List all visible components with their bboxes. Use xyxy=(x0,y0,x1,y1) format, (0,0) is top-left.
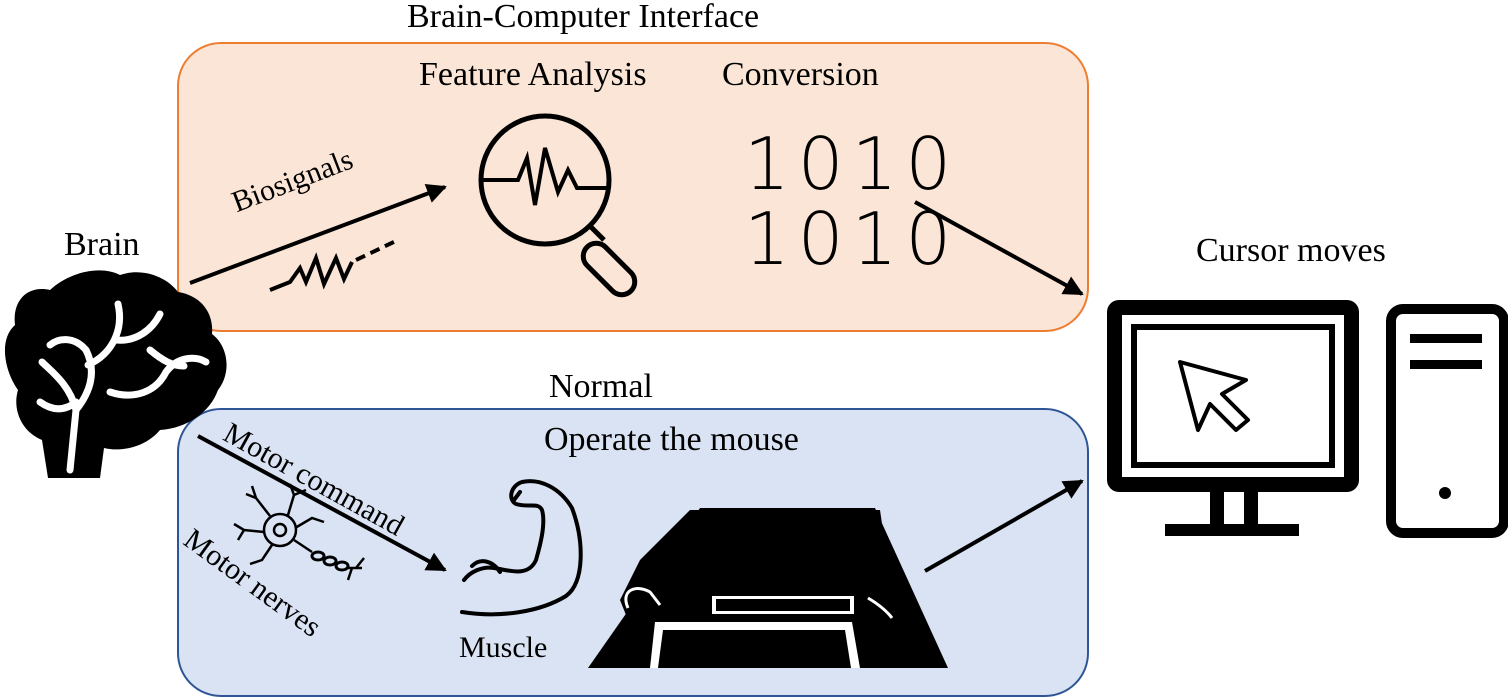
conversion-label: Conversion xyxy=(722,56,879,93)
magnifier-signal-icon xyxy=(478,113,638,298)
normal-to-computer-arrow xyxy=(924,479,1084,573)
normal-label: Normal xyxy=(549,368,653,405)
binary-row-1: 1010 xyxy=(744,122,960,206)
biosignal-wave-icon xyxy=(269,238,399,292)
operate-mouse-label: Operate the mouse xyxy=(544,421,799,458)
monitor-cursor-icon xyxy=(1107,300,1359,536)
motor-command-arrow xyxy=(197,434,447,572)
feature-analysis-label: Feature Analysis xyxy=(419,56,647,93)
brain-label: Brain xyxy=(64,226,140,263)
neuron-icon xyxy=(233,483,365,581)
binary-row-2: 1010 xyxy=(744,197,960,281)
muscle-arm-icon xyxy=(460,479,583,617)
muscle-label: Muscle xyxy=(459,631,548,664)
biosignals-arrow xyxy=(189,183,447,285)
bci-to-computer-arrow xyxy=(914,200,1084,296)
bci-title: Brain-Computer Interface xyxy=(407,0,760,35)
hands-on-mouse-icon xyxy=(588,508,948,668)
brain-icon xyxy=(4,270,227,478)
cursor-moves-label: Cursor moves xyxy=(1196,232,1386,269)
pc-tower-icon xyxy=(1386,304,1508,538)
